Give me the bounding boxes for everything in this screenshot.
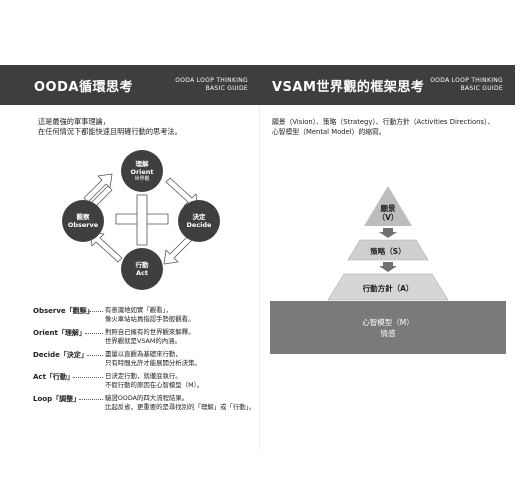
desc-act: 日決定行動，就徹底執行。 不假行動的原因在心智模型（M）。 xyxy=(105,372,203,390)
desc-line: 對照自己擁有的世界觀來解釋。 xyxy=(105,328,195,336)
desc-line: 驗證OODA的四大流程結果。 xyxy=(105,394,189,402)
mental-model-label: 心智模型（M） 情感 xyxy=(270,317,506,339)
left-subtitle-line1: OODA LOOP THINKING xyxy=(175,77,248,84)
observe-zh: 觀察 xyxy=(76,213,90,221)
vision-label-line2: （V） xyxy=(377,213,399,222)
desc-orient: 對照自己擁有的世界觀來解釋。 世界觀就是VSAM的內涵。 xyxy=(105,328,194,346)
arrow-s-to-a xyxy=(379,262,397,272)
orient-zh: 理解 xyxy=(135,159,149,168)
desc-line: 有意識地如實「觀看」， xyxy=(105,306,173,314)
left-subtitle-line2: BASIC GUIDE xyxy=(205,85,248,92)
right-intro-line2: 心智模型（Mental Model）的縮寫。 xyxy=(272,128,386,136)
orient-sub: 世界觀 xyxy=(134,175,150,182)
act-node: 行動 Act xyxy=(121,248,163,290)
strategy-tier xyxy=(347,239,429,261)
desc-line: 盡量以直觀為基礎來行動， xyxy=(105,350,182,358)
left-intro-line2: 在任何情況下都能快速且明確行動的思考法。 xyxy=(38,127,182,136)
vsam-pyramid: 願景 （V） 策略（S） 行動方針（A） 心智模型（M） 情感 xyxy=(270,180,510,355)
arrow-v-to-s xyxy=(379,228,397,238)
decide-en: Decide xyxy=(186,221,212,229)
mental-label-line2: 情感 xyxy=(380,329,396,338)
right-page-title: VSAM世界觀的框架思考 xyxy=(272,80,425,95)
term-act: Act「行動」 xyxy=(33,373,74,381)
left-page: OODA循環思考 OODA LOOP THINKING BASIC GUIDE … xyxy=(0,65,260,412)
desc-line: 比起反省，更重要的是尋找別的「理解」或「行動」。 xyxy=(105,403,256,411)
observe-node: 觀察 Observe xyxy=(62,200,104,242)
mental-label-line1: 心智模型（M） xyxy=(362,318,414,327)
decide-node: 決定 Decide xyxy=(178,200,220,242)
left-page-subtitle: OODA LOOP THINKING BASIC GUIDE xyxy=(175,77,248,93)
right-page: VSAM世界觀的框架思考 OODA LOOP THINKING BASIC GU… xyxy=(260,0,520,500)
pyramid-shapes xyxy=(270,186,506,354)
vision-label-line1: 願景 xyxy=(380,204,396,213)
left-intro-line1: 這是最強的軍事理論， xyxy=(38,117,110,126)
desc-line: 不假行動的原因在心智模型（M）。 xyxy=(105,381,204,389)
right-title-banner: VSAM世界觀的框架思考 OODA LOOP THINKING BASIC GU… xyxy=(260,65,515,105)
vision-label: 願景 （V） xyxy=(368,204,408,222)
term-orient: Orient「理解」 xyxy=(33,329,86,337)
cross-vertical-bar xyxy=(136,194,148,246)
mental-model-base xyxy=(270,301,506,354)
activities-tier xyxy=(327,273,449,301)
orient-node: 理解 Orient 世界觀 xyxy=(121,150,163,192)
act-en: Act xyxy=(136,269,148,277)
left-intro: 這是最強的軍事理論， 在任何情況下都能快速且明確行動的思考法。 xyxy=(38,117,182,137)
leader-dots xyxy=(79,399,103,400)
term-loop: Loop「調整」 xyxy=(33,395,81,403)
right-subtitle-line1: OODA LOOP THINKING xyxy=(430,77,503,84)
term-decide: Decide「決定」 xyxy=(33,351,88,359)
desc-loop: 驗證OODA的四大流程結果。 比起反省，更重要的是尋找別的「理解」或「行動」。 xyxy=(105,394,255,412)
decide-zh: 決定 xyxy=(192,213,206,221)
orient-en: Orient xyxy=(130,167,154,176)
page-gutter xyxy=(259,105,260,450)
act-zh: 行動 xyxy=(135,261,149,269)
desc-line: 像火車站站員指認手勢般觀看。 xyxy=(105,315,195,323)
term-observe: Observe「觀察」 xyxy=(33,307,94,315)
right-subtitle-line2: BASIC GUIDE xyxy=(460,85,503,92)
leader-dots xyxy=(87,355,103,356)
leader-dots xyxy=(85,333,103,334)
desc-line: 日決定行動，就徹底執行。 xyxy=(105,372,182,380)
desc-decide: 盡量以直觀為基礎來行動， 只有時間允許才能展開分析決策。 xyxy=(105,350,201,368)
left-page-title: OODA循環思考 xyxy=(34,80,133,95)
activities-label: 行動方針（A） xyxy=(362,284,414,293)
leader-dots xyxy=(73,377,103,378)
desc-line: 只有時間允許才能展開分析決策。 xyxy=(105,359,201,367)
right-intro-line1: 願景（Vision）、策略（Strategy）、行動方針（Activities … xyxy=(272,118,495,126)
ooda-loop-diagram: 理解 Orient 世界觀 觀察 Observe 決定 Decide 行動 Ac… xyxy=(62,150,222,290)
strategy-label: 策略（S） xyxy=(370,247,406,256)
vision-tier xyxy=(364,186,412,226)
desc-observe: 有意識地如實「觀看」， 像火車站站員指認手勢般觀看。 xyxy=(105,306,194,324)
arrow-observe-to-orient xyxy=(83,173,113,203)
leader-dots xyxy=(89,311,103,312)
right-page-subtitle: OODA LOOP THINKING BASIC GUIDE xyxy=(430,77,503,93)
right-intro: 願景（Vision）、策略（Strategy）、行動方針（Activities … xyxy=(272,117,494,137)
left-title-banner: OODA循環思考 OODA LOOP THINKING BASIC GUIDE xyxy=(0,65,260,105)
desc-line: 世界觀就是VSAM的內涵。 xyxy=(105,337,181,345)
observe-en: Observe xyxy=(67,221,99,229)
